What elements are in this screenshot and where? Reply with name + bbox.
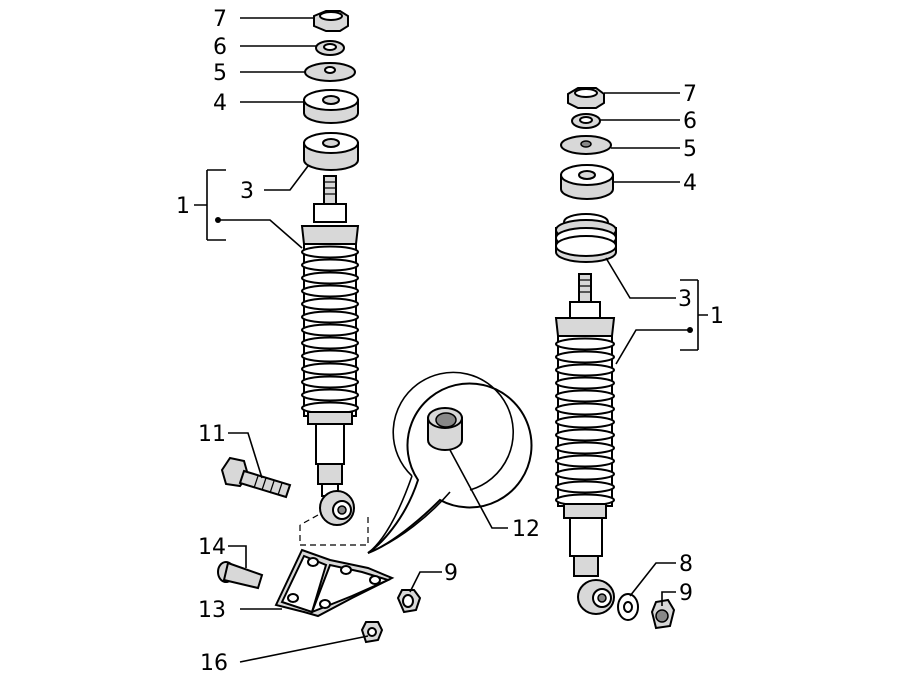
mounting-bracket-part-13 bbox=[274, 548, 395, 618]
label-right-4: 4 bbox=[683, 171, 697, 196]
spring-coil bbox=[301, 284, 359, 298]
right-bracket-dot bbox=[687, 327, 693, 333]
part-number-labels: 7 6 5 4 3 1 7 6 5 4 3 1 11 12 14 13 16 9… bbox=[176, 7, 724, 676]
label-14: 14 bbox=[198, 535, 226, 560]
label-right-1: 1 bbox=[710, 304, 724, 329]
label-right-7: 7 bbox=[683, 82, 697, 107]
left-lock-washer-part-6 bbox=[315, 40, 345, 56]
label-9-right: 9 bbox=[679, 581, 693, 606]
label-right-6: 6 bbox=[683, 109, 697, 134]
spring-coil bbox=[301, 310, 359, 324]
washer-part-8 bbox=[617, 593, 639, 621]
spring-coil bbox=[555, 467, 615, 481]
spring-coil bbox=[301, 297, 359, 311]
label-13: 13 bbox=[198, 598, 226, 623]
spring-coil bbox=[555, 480, 615, 494]
spring-coil bbox=[555, 402, 615, 416]
leader-lines bbox=[194, 17, 708, 663]
spring-coil bbox=[555, 389, 615, 403]
detail-callout-circle bbox=[367, 371, 533, 554]
spring-coil bbox=[301, 375, 359, 389]
spring-coil bbox=[555, 454, 615, 468]
spring-coil bbox=[301, 349, 359, 363]
right-nut-part-7 bbox=[567, 87, 605, 109]
left-rubber-bush-part-3 bbox=[303, 132, 359, 171]
bushing-part-12 bbox=[427, 407, 463, 451]
spring-coil bbox=[301, 245, 359, 259]
right-shock-assembly bbox=[554, 87, 617, 615]
label-left-6: 6 bbox=[213, 35, 227, 60]
label-left-4: 4 bbox=[213, 91, 227, 116]
left-bracket-dot bbox=[215, 217, 221, 223]
label-left-5: 5 bbox=[213, 61, 227, 86]
bolt-part-11 bbox=[220, 456, 292, 499]
label-right-3: 3 bbox=[678, 287, 692, 312]
left-nut-part-7 bbox=[313, 10, 349, 32]
right-shock-absorber-body bbox=[554, 273, 616, 615]
spring-coil bbox=[555, 428, 615, 442]
label-16: 16 bbox=[200, 651, 228, 676]
nut-part-9-left bbox=[396, 589, 422, 614]
label-left-1: 1 bbox=[176, 194, 190, 219]
spring-coil bbox=[555, 350, 615, 364]
spring-coil bbox=[301, 323, 359, 337]
bolt-part-14 bbox=[217, 561, 264, 590]
nut-part-9-right bbox=[650, 598, 676, 630]
label-9-left: 9 bbox=[444, 561, 458, 586]
spring-coil bbox=[555, 376, 615, 390]
label-right-5: 5 bbox=[683, 137, 697, 162]
spring-coil bbox=[555, 363, 615, 377]
spring-coil bbox=[555, 441, 615, 455]
spring-coil bbox=[301, 388, 359, 402]
right-rubber-bush-part-4 bbox=[560, 164, 614, 200]
spring-coil bbox=[301, 258, 359, 272]
left-shock-assembly bbox=[299, 10, 369, 546]
left-rubber-bush-part-4 bbox=[303, 89, 359, 124]
label-left-3: 3 bbox=[240, 179, 254, 204]
right-flat-washer-part-5 bbox=[560, 135, 612, 155]
right-lock-washer-part-6 bbox=[571, 113, 601, 129]
spring-coil bbox=[555, 337, 615, 351]
label-12: 12 bbox=[512, 517, 540, 542]
left-flat-washer-part-5 bbox=[304, 62, 356, 82]
label-11: 11 bbox=[198, 422, 226, 447]
spring-coil bbox=[301, 362, 359, 376]
spring-coil bbox=[301, 336, 359, 350]
left-mount-guide-lines bbox=[299, 514, 369, 546]
label-left-7: 7 bbox=[213, 7, 227, 32]
label-8: 8 bbox=[679, 552, 693, 577]
left-shock-absorber-body bbox=[300, 175, 360, 526]
right-spring-cap-part-3 bbox=[555, 213, 617, 263]
spring-coil bbox=[301, 271, 359, 285]
spring-coil bbox=[555, 415, 615, 429]
nut-part-16 bbox=[360, 621, 384, 644]
